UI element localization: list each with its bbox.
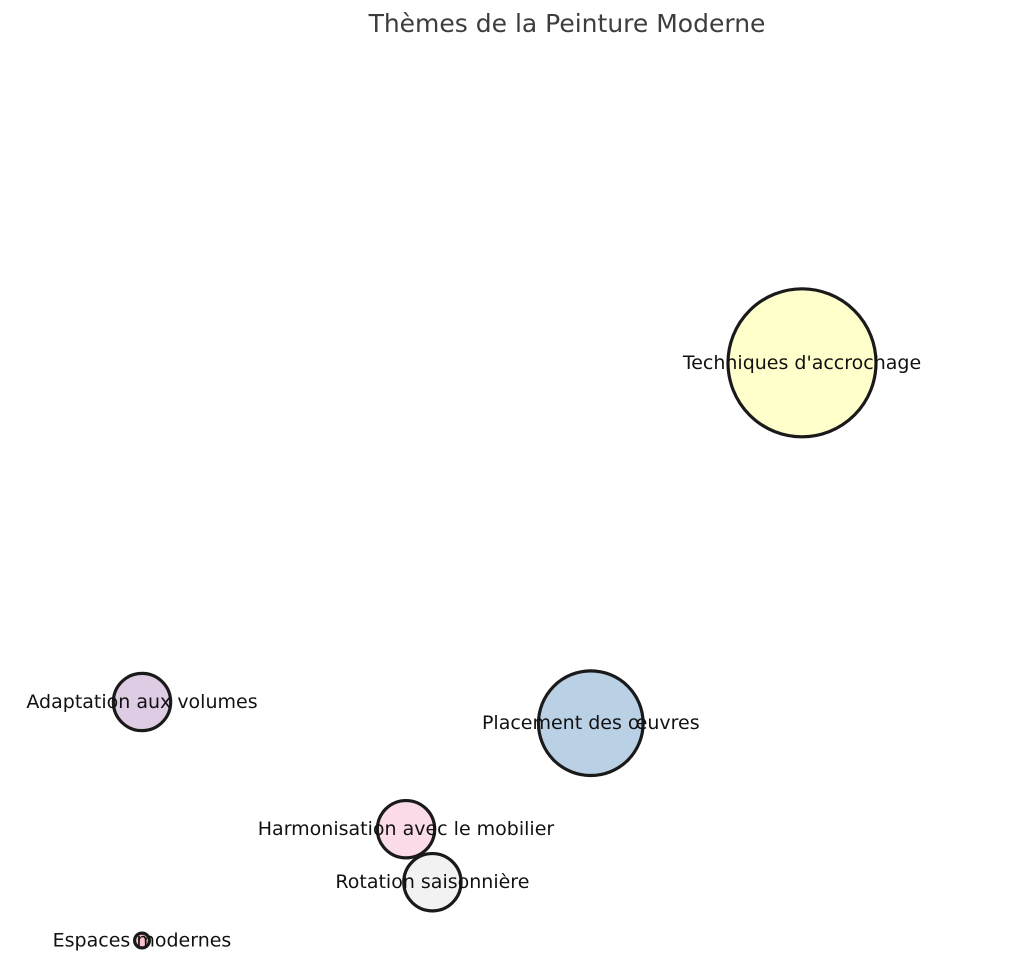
bubble-3 [375,798,437,860]
bubble-label-0: Techniques d'accrochage [682,352,921,374]
bubble-label-5: Espaces modernes [53,930,232,952]
chart-title: Thèmes de la Peinture Moderne [368,9,766,38]
bubbles-layer [111,287,878,950]
bubble-label-4: Rotation saisonnière [335,871,529,893]
bubble-label-1: Placement des œuvres [482,712,700,734]
bubble-0 [726,287,878,439]
bubble-1 [536,669,645,778]
bubble-4 [402,851,463,913]
bubble-5 [133,931,152,950]
bubble-label-3: Harmonisation avec le mobilier [258,818,555,840]
bubble-2 [111,671,173,733]
bubble-label-2: Adaptation aux volumes [26,691,257,713]
